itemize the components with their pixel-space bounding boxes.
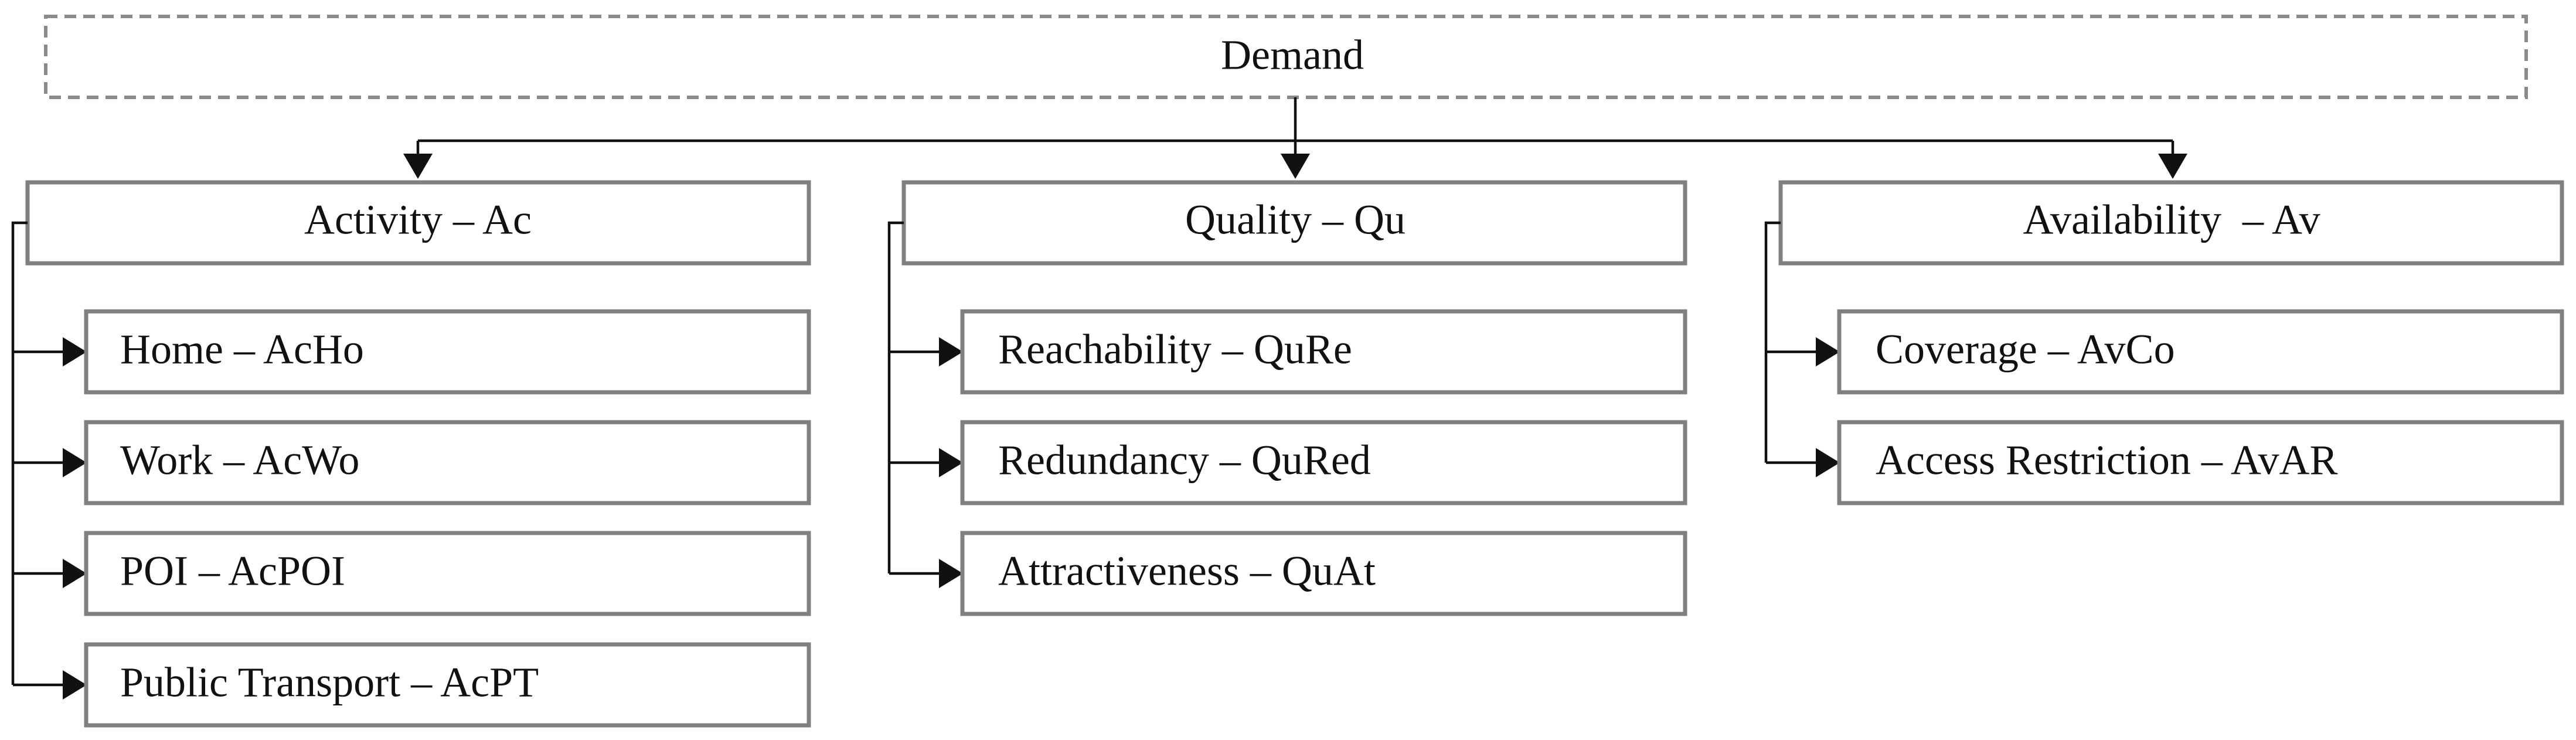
availability-arrow-coverage	[1816, 337, 1840, 366]
item-label-redundancy: Redundancy – QuRed	[998, 437, 1371, 484]
category-quality: Quality – Qu Reachability – QuRe Redunda…	[887, 180, 1687, 616]
item-label-coverage: Coverage – AvCo	[1876, 326, 2175, 373]
item-label-home: Home – AcHo	[120, 326, 364, 373]
activity-spine-line	[11, 221, 28, 685]
item-box-access-restriction	[1837, 420, 2564, 505]
category-title-availability: Availability – Av	[2023, 196, 2320, 243]
root-node-label: Demand	[1221, 32, 1364, 79]
item-box-reachability	[960, 309, 1687, 395]
category-box-availability	[1778, 180, 2564, 266]
item-box-attractiveness	[960, 531, 1687, 616]
category-title-activity: Activity – Ac	[304, 196, 532, 243]
item-label-poi: POI – AcPOI	[120, 548, 345, 595]
activity-arrow-public-transport	[63, 670, 87, 700]
item-label-public-transport: Public Transport – AcPT	[120, 659, 539, 706]
item-label-access-restriction: Access Restriction – AvAR	[1876, 437, 2338, 484]
category-box-activity	[25, 180, 811, 266]
item-box-work	[84, 420, 811, 505]
quality-arrow-redundancy	[939, 448, 963, 477]
activity-arrow-work	[63, 448, 87, 477]
root-connectors	[403, 97, 2187, 179]
item-box-redundancy	[960, 420, 1687, 505]
arrowhead-quality	[1281, 154, 1310, 179]
root-node-box	[44, 15, 2528, 99]
availability-spine-line	[1764, 221, 1781, 463]
category-title-quality: Quality – Qu	[1185, 196, 1406, 243]
category-activity: Activity – Ac Home – AcHo Work – AcWo PO…	[11, 180, 811, 728]
activity-arrow-poi	[63, 559, 87, 588]
item-label-attractiveness: Attractiveness – QuAt	[998, 548, 1376, 595]
item-box-public-transport	[84, 642, 811, 728]
activity-arrow-home	[63, 337, 87, 366]
availability-arrow-access-restriction	[1816, 448, 1840, 477]
item-box-coverage	[1837, 309, 2564, 395]
arrowhead-activity	[403, 154, 433, 179]
quality-arrow-reachability	[939, 337, 963, 366]
item-label-work: Work – AcWo	[120, 437, 359, 484]
root-node-demand: Demand	[44, 15, 2528, 99]
category-box-quality	[901, 180, 1687, 266]
quality-spine-line	[887, 221, 904, 573]
item-box-home	[84, 309, 811, 395]
arrowhead-availability	[2158, 154, 2187, 179]
item-label-reachability: Reachability – QuRe	[998, 326, 1352, 373]
category-availability: Availability – Av Coverage – AvCo Access…	[1764, 180, 2564, 505]
item-box-poi	[84, 531, 811, 616]
quality-arrow-attractiveness	[939, 559, 963, 588]
